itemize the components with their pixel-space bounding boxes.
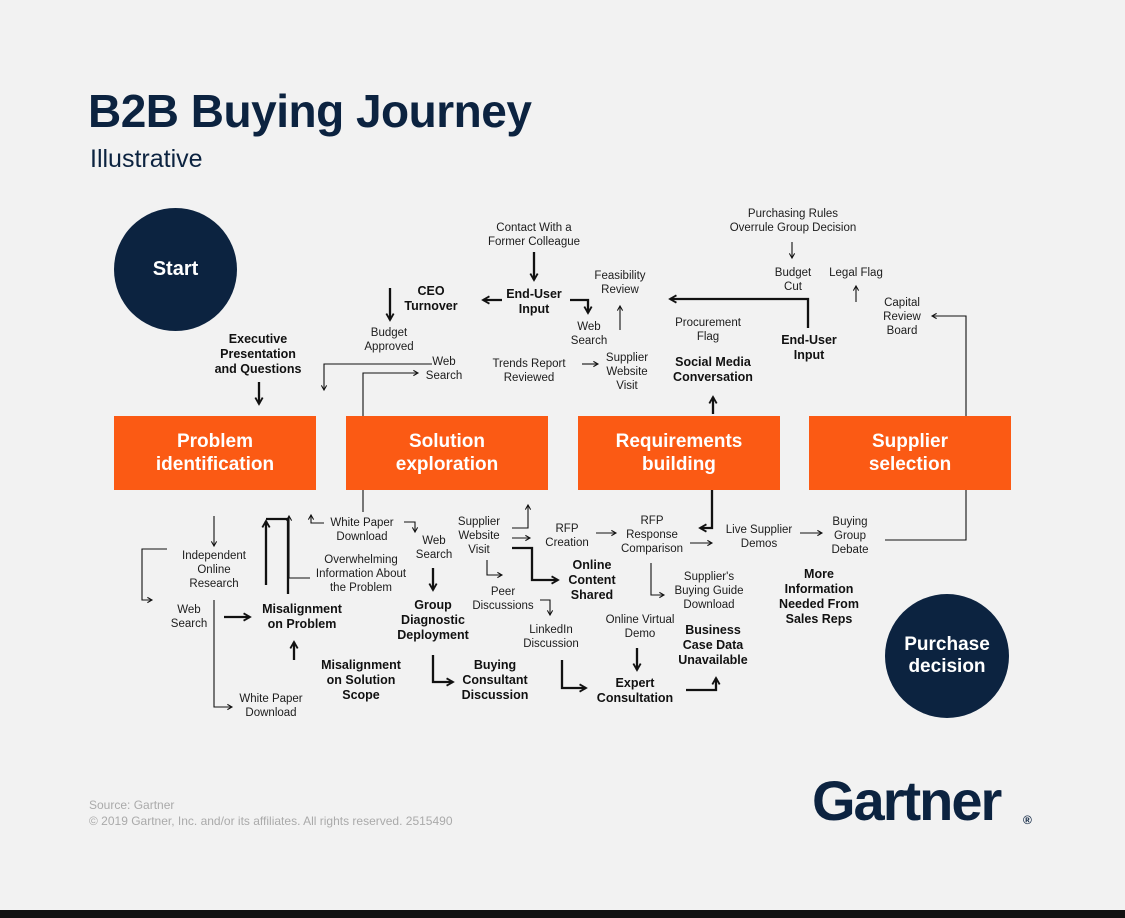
line-debate-to-supplier [885, 490, 967, 541]
arrow-website-up [512, 503, 532, 529]
label-peer-discussions: Peer Discussions [472, 586, 534, 612]
label-more-information: More Information Needed From Sales Reps [779, 567, 859, 626]
source-note: Source: Gartner © 2019 Gartner, Inc. and… [89, 798, 453, 828]
label-capital-review-board: Capital Review Board [883, 297, 921, 337]
label-white-paper-lower: White Paper Download [239, 693, 303, 719]
arrow-input-to-websearch [570, 298, 593, 315]
arrow-websearch-to-problem [320, 363, 432, 392]
gartner-logo: Gartner [812, 769, 1002, 832]
arrow-supplier-to-board [930, 312, 967, 416]
registered-mark: ® [1023, 813, 1032, 827]
label-social-media-conversation: Social Media Conversation [673, 355, 753, 384]
stage-solution-exploration: Solution exploration [346, 416, 548, 490]
label-business-case-data: Business Case Data Unavailable [678, 623, 748, 667]
label-expert-consultation: Expert Consultation [596, 676, 674, 705]
arrow-solution-to-websearch [362, 369, 420, 416]
arrow-whitepaper-to-problem [307, 513, 324, 524]
arrow-overwhelming-to-problem [285, 514, 310, 579]
label-end-user-input-right: End-User Input [781, 333, 837, 362]
arrow-response-to-guide [650, 563, 666, 599]
label-executive-presentation: Executive Presentation and Questions [214, 332, 302, 376]
label-group-diagnostic: Group Diagnostic Deployment [397, 598, 469, 642]
arrow-whitepaper-to-websearch [404, 521, 419, 534]
label-web-search-lower: Web Search [415, 535, 453, 561]
label-suppliers-buying-guide: Supplier's Buying Guide Download [674, 571, 744, 611]
arrow-group-to-consultant [431, 655, 455, 687]
arrow-linkedin-to-expert [560, 660, 588, 693]
label-misalignment-scope: Misalignment on Solution Scope [321, 658, 401, 702]
arrow-website-to-peer [486, 560, 504, 579]
label-linkedin-discussion: LinkedIn Discussion [523, 624, 579, 650]
label-end-user-input-upper: End-User Input [506, 287, 562, 316]
diagram-subtitle: Illustrative [90, 145, 203, 173]
arrow-peer-to-linkedin [540, 599, 554, 617]
label-budget-cut: Budget Cut [774, 267, 812, 293]
label-contact-former-colleague: Contact With a Former Colleague [487, 222, 581, 248]
label-web-search-upper: Web Search [570, 321, 608, 347]
bottom-bar [0, 910, 1125, 918]
label-web-search-left: Web Search [170, 604, 208, 630]
label-online-virtual-demo: Online Virtual Demo [605, 614, 675, 640]
label-buying-group-debate: Buying Group Debate [831, 516, 869, 556]
label-independent-research: Independent Online Research [182, 550, 246, 590]
label-live-supplier-demos: Live Supplier Demos [725, 524, 793, 550]
arrow-expert-to-business-case [686, 676, 721, 692]
label-supplier-website-lower: Supplier Website Visit [457, 516, 501, 556]
label-supplier-website-upper: Supplier Website Visit [605, 352, 649, 392]
label-white-paper-download: White Paper Download [330, 517, 394, 543]
label-online-content-shared: Online Content Shared [568, 558, 616, 602]
label-budget-approved: Budget Approved [364, 327, 414, 353]
diagram-title: B2B Buying Journey [88, 85, 532, 137]
label-buying-consultant: Buying Consultant Discussion [461, 658, 529, 702]
label-misalignment-problem: Misalignment on Problem [262, 602, 342, 631]
arrow-requirements-to-rfp [698, 490, 714, 533]
arrow-website-to-content [512, 546, 560, 585]
label-legal-flag: Legal Flag [829, 267, 883, 279]
purchase-decision-node: Purchase decision [885, 594, 1009, 718]
stage-problem-identification: Problem identification [114, 416, 316, 490]
label-rfp-creation: RFP Creation [545, 523, 589, 549]
line-misalignment-up [266, 517, 290, 594]
label-overwhelming-info: Overwhelming Information About the Probl… [315, 554, 407, 594]
label-web-search-mid: Web Search [425, 356, 463, 382]
arrow-enduser-to-feasibility [668, 294, 810, 328]
label-ceo-turnover: CEO Turnover [404, 284, 458, 313]
label-procurement-flag: Procurement Flag [675, 317, 741, 343]
label-purchasing-rules: Purchasing Rules Overrule Group Decision [729, 208, 857, 234]
label-rfp-response: RFP Response Comparison [621, 515, 683, 555]
label-trends-report: Trends Report Reviewed [492, 358, 566, 384]
arrow-research-to-websearch [141, 548, 167, 604]
arrow-to-whitepaper-download [213, 600, 234, 711]
start-node: Start [114, 208, 237, 331]
stage-supplier-selection: Supplier selection [809, 416, 1011, 490]
label-feasibility-review: Feasibility Review [594, 270, 646, 296]
stage-requirements-building: Requirements building [578, 416, 780, 490]
